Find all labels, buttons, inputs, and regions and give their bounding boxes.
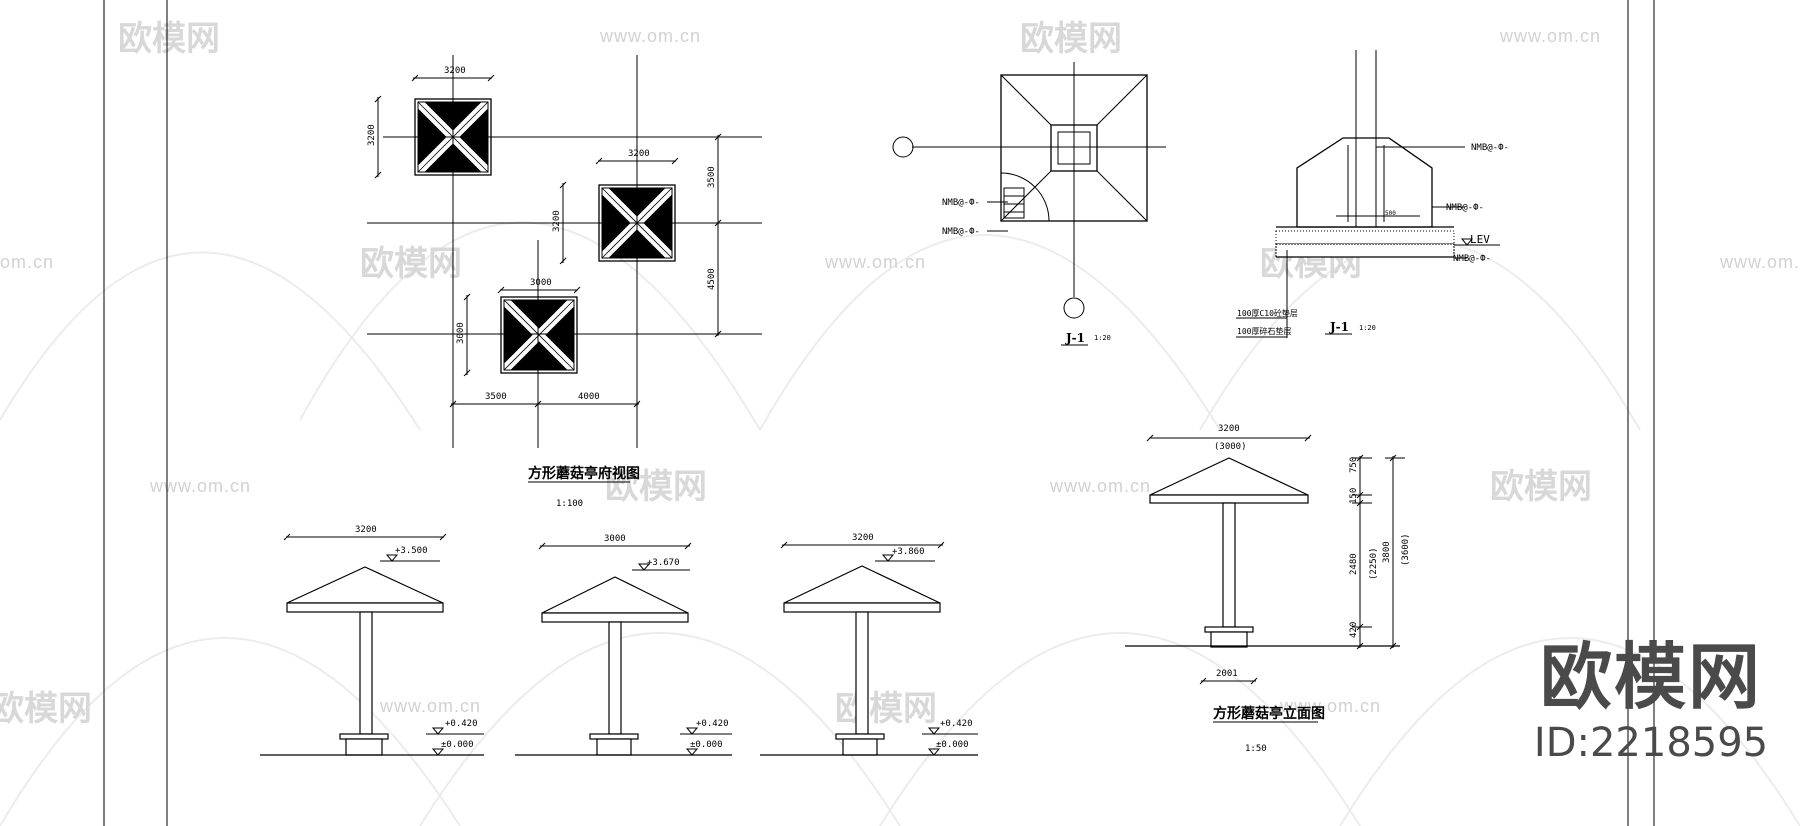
- elev-h-col: 2480: [1349, 553, 1359, 575]
- fs-level: LEV: [1470, 233, 1490, 246]
- wm-cn-2: 欧模网: [1020, 19, 1122, 59]
- small-elevation-3: 3200 +3.860 +0.420 ±0.000: [760, 533, 978, 756]
- wm-url-6: www.om.cn: [149, 476, 251, 496]
- dim-top-w: 3200: [444, 66, 466, 76]
- dim-left-h: 3200: [367, 124, 377, 146]
- se1-top-level: +3.500: [395, 546, 428, 556]
- elev-scale: 1:50: [1245, 744, 1267, 754]
- elev-title: 方形蘑菇亭立面图: [1213, 705, 1325, 722]
- dim-low-h: 3000: [456, 322, 466, 344]
- plan-title: 方形蘑菇亭府视图: [528, 465, 640, 482]
- se3-ground-level: ±0.000: [936, 740, 969, 750]
- elev-width: 3200: [1218, 424, 1240, 434]
- foundation-section: 500 NMB@-Ф- NMB@-Ф- NMB@-Ф- LEV 100厚C10砼…: [1236, 50, 1509, 338]
- wm-url-9: www.om.cn: [1279, 696, 1381, 716]
- dim-mid-w: 3200: [628, 149, 650, 159]
- wm-cn-3: 欧模网: [360, 244, 462, 284]
- wm-cn-7: 欧模网: [0, 689, 92, 729]
- elev-h-col-alt: (2250): [1369, 547, 1379, 580]
- fs-scale: 1:20: [1359, 324, 1376, 332]
- fs-layer-1: 100厚C10砼垫层: [1237, 308, 1298, 318]
- elev-h-seat: 420: [1349, 622, 1359, 638]
- brand-name: 欧模网: [1539, 635, 1762, 719]
- se1-seat-level: +0.420: [445, 719, 478, 729]
- elevation-view: 3200 (3000) 750 150 2480 (2250) 420 3800…: [1125, 424, 1411, 754]
- wm-url-5: www.om.cn: [1719, 252, 1800, 272]
- wm-url-1: www.om.cn: [599, 26, 701, 46]
- wm-url-7: www.om.cn: [1049, 476, 1151, 496]
- wm-url-3: om.cn: [0, 252, 54, 272]
- elev-h-eave: 150: [1349, 488, 1359, 504]
- elev-width-alt: (3000): [1214, 442, 1247, 452]
- plan-view: 3200 3200 3000 3200 3200 3000 3500 4500 …: [367, 55, 762, 509]
- se2-width: 3000: [604, 534, 626, 544]
- fp-note-1: NMB@-Ф-: [942, 198, 980, 208]
- se1-ground-level: ±0.000: [441, 740, 474, 750]
- se2-top-level: +3.670: [647, 558, 680, 568]
- dim-bottom-1: 3500: [485, 392, 507, 402]
- elev-h-roof: 750: [1349, 457, 1359, 473]
- fs-note-3: NMB@-Ф-: [1453, 254, 1491, 264]
- fs-layer-2: 100厚碎石垫层: [1237, 326, 1291, 336]
- wm-cn-5: 欧模网: [605, 467, 707, 507]
- small-elevation-1: 3200 +3.500 +0.420 ±0.000: [260, 525, 484, 756]
- elev-h-total-alt: (3600): [1401, 533, 1411, 566]
- wm-cn-1: 欧模网: [118, 19, 220, 59]
- se3-top-level: +3.860: [892, 547, 925, 557]
- elev-base-w: 2001: [1216, 669, 1238, 679]
- dim-right-1: 3500: [707, 166, 717, 188]
- wm-url-4: www.om.cn: [824, 252, 926, 272]
- fp-label: J-1: [1065, 331, 1085, 345]
- fp-scale: 1:20: [1094, 334, 1111, 342]
- wm-url-8: www.om.cn: [379, 696, 481, 716]
- wm-url-2: www.om.cn: [1499, 26, 1601, 46]
- fs-label: J-1: [1329, 320, 1349, 334]
- se2-seat-level: +0.420: [696, 719, 729, 729]
- foundation-plan: NMB@-Ф- NMB@-Ф- J-1 1:20: [892, 62, 1166, 346]
- dim-bottom-2: 4000: [578, 392, 600, 402]
- se2-ground-level: ±0.000: [690, 740, 723, 750]
- se1-width: 3200: [355, 525, 377, 535]
- fs-note-1: NMB@-Ф-: [1471, 143, 1509, 153]
- fp-note-2: NMB@-Ф-: [942, 227, 980, 237]
- small-elevation-2: 3000 +3.670 +0.420 ±0.000: [515, 534, 732, 756]
- brand-mark: 欧模网 ID:2218595: [1516, 641, 1786, 763]
- se3-seat-level: +0.420: [940, 719, 973, 729]
- brand-id: ID:2218595: [1533, 720, 1769, 766]
- elev-h-total: 3800: [1382, 541, 1392, 563]
- watermarks: 欧模网 www.om.cn 欧模网 www.om.cn om.cn 欧模网 ww…: [0, 19, 1800, 729]
- fs-inner: 500: [1385, 210, 1396, 217]
- dim-mid-h: 3200: [552, 210, 562, 232]
- plan-scale: 1:100: [556, 499, 583, 509]
- dim-right-2: 4500: [707, 268, 717, 290]
- wm-cn-8: 欧模网: [835, 689, 937, 729]
- sheet-border: [103, 0, 1655, 826]
- dim-low-w: 3000: [530, 278, 552, 288]
- se3-width: 3200: [852, 533, 874, 543]
- fs-note-2: NMB@-Ф-: [1446, 203, 1484, 213]
- wm-cn-6: 欧模网: [1490, 467, 1592, 507]
